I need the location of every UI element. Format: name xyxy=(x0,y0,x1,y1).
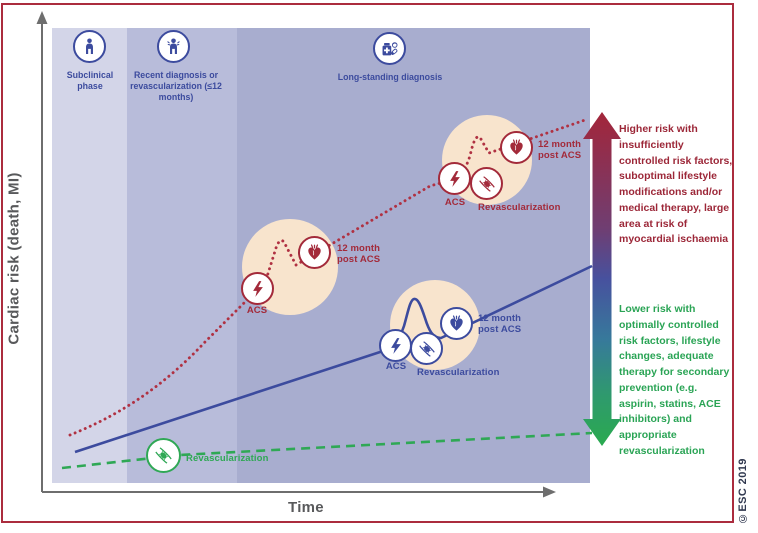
acs-label: ACS xyxy=(444,197,466,208)
lightning-icon xyxy=(390,337,401,354)
acs-event-icon xyxy=(241,272,274,305)
higher-risk-note: Higher risk with insufficiently controll… xyxy=(619,123,733,246)
lightning-icon xyxy=(252,280,263,297)
pill-bottle-icon xyxy=(382,42,398,56)
phase-label-recent: Recent diagnosis or revascularization (≤… xyxy=(130,70,222,102)
heart-12month-icon xyxy=(298,236,331,269)
heart-icon xyxy=(308,244,321,260)
stent-icon xyxy=(155,447,172,464)
heart-icon xyxy=(510,139,523,155)
revascularization-event-icon xyxy=(410,332,443,365)
revascularization-event-icon xyxy=(146,438,181,473)
post-acs-label: 12 month post ACS xyxy=(337,243,381,265)
heart-12month-icon xyxy=(500,131,533,164)
chest-pain-icon xyxy=(157,30,190,63)
revascularization-label: Revascularization xyxy=(186,453,269,464)
band-subclinical-phase xyxy=(52,28,127,483)
post-acs-label: 12 month post ACS xyxy=(478,313,522,335)
stent-icon xyxy=(478,175,495,192)
acs-event-icon xyxy=(438,162,471,195)
person-pain-icon xyxy=(167,38,180,55)
medication-icon xyxy=(373,32,406,65)
revascularization-event-icon xyxy=(470,167,503,200)
person-icon xyxy=(86,38,93,55)
heart-12month-icon xyxy=(440,307,473,340)
lower-risk-note: Lower risk with optimally controlled ris… xyxy=(619,303,730,457)
post-acs-label: 12 month post ACS xyxy=(538,139,582,161)
acs-event-icon xyxy=(379,329,412,362)
patient-standing-icon xyxy=(73,30,106,63)
revascularization-label: Revascularization xyxy=(417,367,500,378)
copyright-esc-2019: ©ESC 2019 xyxy=(737,458,749,524)
stent-icon xyxy=(418,340,435,357)
phase-label-subclinical: Subclinical phase xyxy=(66,70,114,91)
revascularization-label: Revascularization xyxy=(478,202,561,213)
phase-label-longstanding: Long-standing diagnosis xyxy=(337,72,443,82)
acs-label: ACS xyxy=(246,305,268,316)
x-axis-label: Time xyxy=(288,499,324,516)
heart-icon xyxy=(450,315,463,331)
y-axis-label: Cardiac risk (death, MI) xyxy=(5,172,23,345)
lightning-icon xyxy=(449,170,460,187)
acs-label: ACS xyxy=(385,361,407,372)
